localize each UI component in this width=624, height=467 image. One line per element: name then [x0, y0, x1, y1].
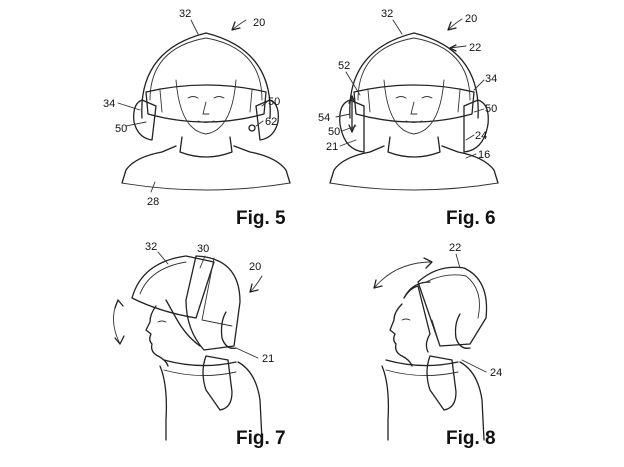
fig8-rear-pad	[426, 355, 457, 411]
fig5-ref-28: 28	[147, 196, 159, 208]
fig6-ref-20: 20	[465, 13, 477, 25]
fig8-ref-24: 24	[490, 367, 502, 379]
fig7-ref-30: 30	[197, 243, 209, 255]
fig7-ref-32: 32	[145, 241, 157, 253]
figure-7: 32 30 20 21 Fig. 7	[113, 241, 286, 449]
fig7-helmet-rear	[185, 255, 241, 351]
fig5-ref-32: 32	[179, 8, 191, 20]
fig6-ref-54: 54	[318, 112, 330, 124]
fig5-caption: Fig. 5	[236, 208, 286, 229]
fig5-helmet-shell	[141, 32, 271, 119]
fig6-ref-50-right: 50	[485, 103, 497, 115]
fig5-ref-20: 20	[253, 17, 265, 29]
fig7-face-profile	[145, 305, 169, 367]
fig5-ref-34: 34	[103, 98, 115, 110]
fig5-shoulders	[121, 145, 291, 184]
fig5-ref-62: 62	[265, 116, 277, 128]
fig7-ref-21: 21	[262, 353, 274, 365]
fig5-ref-50-right: 50	[268, 96, 280, 108]
fig8-ref-22: 22	[449, 242, 461, 254]
figure-6: 32 20 22 52 34 54 50 50 24 21 16 Fig. 6	[318, 8, 499, 229]
fig6-shoulders	[329, 145, 499, 184]
fig8-face-profile	[389, 303, 413, 367]
figure-8: 22 24 Fig. 8	[373, 242, 502, 449]
fig7-caption: Fig. 7	[236, 428, 286, 449]
fig6-ref-52: 52	[338, 60, 350, 72]
fig5-ref-50-left: 50	[115, 123, 127, 135]
fig7-shell-raised	[131, 255, 215, 319]
fig6-visor	[353, 84, 475, 123]
fig6-ref-32: 32	[381, 8, 393, 20]
fig6-ref-21: 21	[326, 141, 338, 153]
fig8-caption: Fig. 8	[446, 428, 496, 449]
fig6-ref-22: 22	[469, 42, 481, 54]
fig6-ref-16: 16	[478, 149, 490, 161]
figure-5: 32 20 34 50 50 62 28 Fig. 5	[103, 8, 291, 229]
fig6-caption: Fig. 6	[446, 208, 496, 229]
fig6-ref-34: 34	[485, 73, 497, 85]
fig6-ref-50-left: 50	[328, 126, 340, 138]
fig8-shell-rotated	[417, 266, 488, 347]
fig6-ref-24: 24	[475, 130, 487, 142]
fig6-helmet-shell	[349, 32, 479, 119]
fig7-ref-20: 20	[249, 261, 261, 273]
